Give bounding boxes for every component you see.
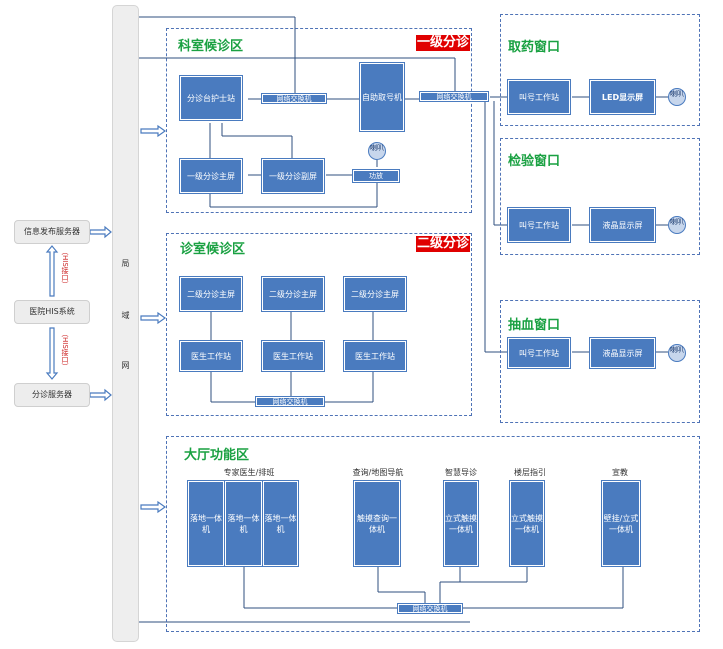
hall-label-education: 宣教	[612, 468, 628, 477]
pharmacy-speaker-icon: 喇叭	[668, 88, 686, 106]
lan-label-1: 局	[121, 259, 130, 268]
main-network-switch: 网络交换机	[419, 91, 489, 102]
level1-triage-badge: 一级分诊	[416, 35, 470, 51]
doctor-workstation-3: 医生工作站	[343, 340, 407, 372]
his-system: 医院HIS系统	[14, 300, 90, 324]
hall-function-region	[166, 436, 700, 632]
amplifier: 功放	[352, 169, 400, 183]
blood-draw-calling-station: 叫号工作站	[507, 337, 571, 369]
dept-speaker-icon: 喇叭	[368, 142, 386, 160]
doctor-workstation-2: 医生工作站	[261, 340, 325, 372]
triage-server: 分诊服务器	[14, 383, 90, 407]
floor-kiosk-3: 落地一体机	[262, 480, 299, 567]
nurse-station: 分诊台护士站	[179, 75, 243, 121]
standing-touch-kiosk-floor: 立式触摸一体机	[509, 480, 545, 567]
hall-network-switch: 网络交换机	[397, 603, 463, 614]
level1-sub-screen: 一级分诊副屏	[261, 158, 325, 194]
info-release-server: 信息发布服务器	[14, 220, 90, 244]
touch-query-kiosk: 触摸查询一体机	[353, 480, 401, 567]
lan-backbone	[112, 5, 139, 642]
blood-draw-window-title: 抽血窗口	[508, 318, 561, 333]
lab-speaker-icon: 喇叭	[668, 216, 686, 234]
lab-calling-station: 叫号工作站	[507, 207, 571, 243]
level2-main-screen-2: 二级分诊主屏	[261, 276, 325, 312]
pharmacy-window-title: 取药窗口	[508, 40, 561, 55]
lab-window-title: 检验窗口	[508, 154, 561, 169]
blood-draw-window-region	[500, 300, 700, 423]
his-interface-label-lower: （HIS接口）	[61, 330, 69, 370]
hall-label-smart-guide: 智慧导诊	[445, 468, 477, 477]
floor-kiosk-2: 落地一体机	[224, 480, 263, 567]
pharmacy-calling-station: 叫号工作站	[507, 79, 571, 115]
lan-label-2: 域	[121, 311, 130, 320]
lab-lcd-display: 液晶显示屏	[589, 207, 656, 243]
hall-label-floor-guide: 楼层指引	[514, 468, 546, 477]
hall-region-title: 大厅功能区	[184, 448, 250, 463]
floor-kiosk-1: 落地一体机	[187, 480, 225, 567]
wall-standing-kiosk: 壁挂/立式一体机	[601, 480, 641, 567]
level2-main-screen-3: 二级分诊主屏	[343, 276, 407, 312]
doctor-workstation-1: 医生工作站	[179, 340, 243, 372]
pharmacy-led-display: LED显示屏	[589, 79, 656, 115]
blood-draw-lcd-display: 液晶显示屏	[589, 337, 656, 369]
level2-triage-badge: 二级分诊	[416, 236, 470, 252]
his-interface-label-upper: （HIS接口）	[61, 248, 69, 288]
standing-touch-kiosk-guide: 立式触摸一体机	[443, 480, 479, 567]
clinic-network-switch: 网络交换机	[255, 396, 325, 407]
lab-window-region	[500, 138, 700, 255]
clinic-waiting-region	[166, 233, 472, 416]
hall-label-query-map: 查询/地图导航	[352, 468, 404, 477]
lan-label-3: 网	[121, 361, 130, 370]
blood-draw-speaker-icon: 喇叭	[668, 344, 686, 362]
self-service-kiosk: 自助取号机	[359, 62, 405, 132]
hall-label-expert-schedule: 专家医生/排班	[223, 468, 275, 477]
dept-region-title: 科室候诊区	[178, 39, 244, 54]
pharmacy-window-region	[500, 14, 700, 126]
clinic-region-title: 诊室候诊区	[180, 242, 246, 257]
level2-main-screen-1: 二级分诊主屏	[179, 276, 243, 312]
dept-network-switch: 网络交换机	[261, 93, 327, 104]
level1-main-screen: 一级分诊主屏	[179, 158, 243, 194]
dept-waiting-region	[166, 28, 472, 213]
